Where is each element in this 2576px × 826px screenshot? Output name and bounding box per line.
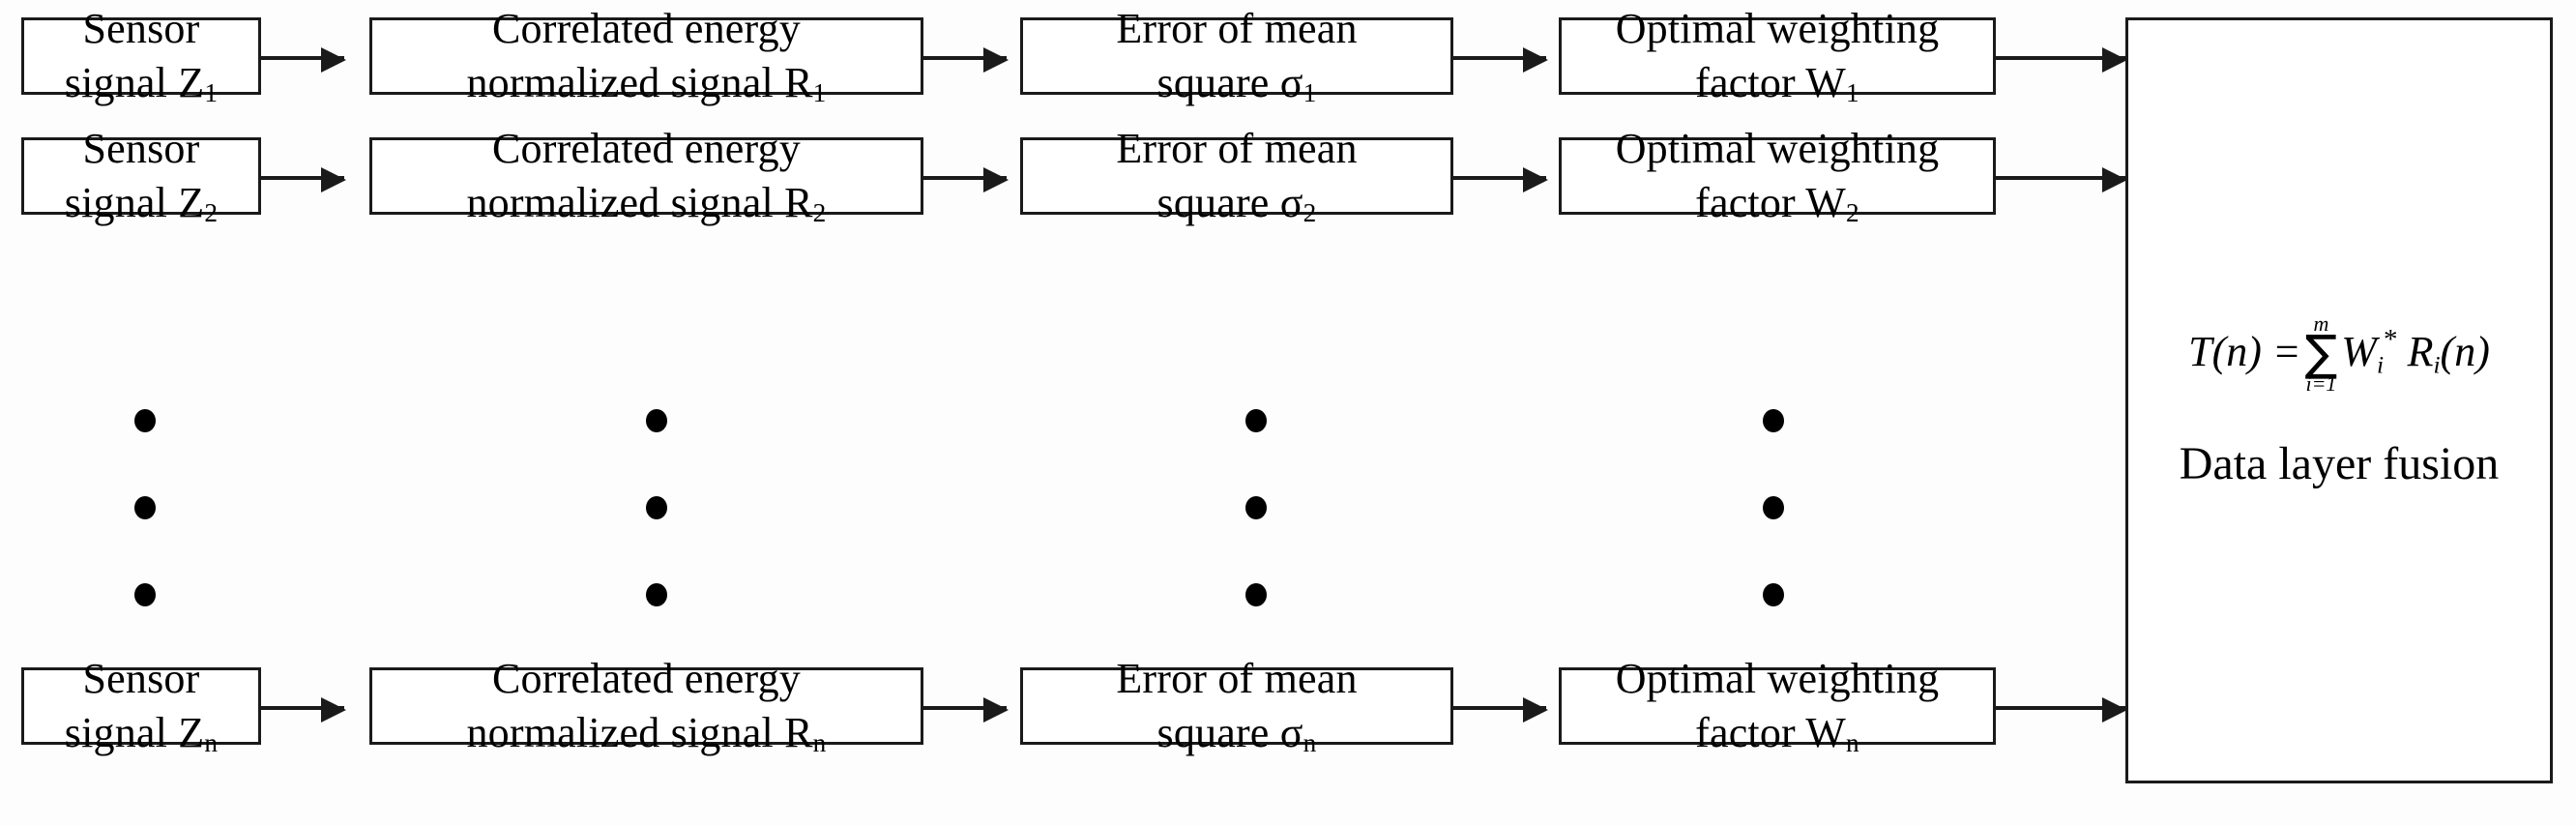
error-box-row-2-line2: square σ2 — [1156, 179, 1317, 227]
summation-symbol: ∑ — [2304, 324, 2338, 381]
ellipsis-dot-col4-2 — [1763, 496, 1784, 519]
arrow-weighting-to-fusion-row-1 — [1996, 47, 2127, 73]
sensor-box-row-2-line2: signal Z2 — [64, 179, 219, 227]
sensor-box-row-1[interactable]: Sensor signal Z1 — [21, 5, 261, 106]
error-box-row-2-line1: Error of mean — [1116, 125, 1358, 173]
fusion-formula-lhs: T(n) = — [2188, 328, 2301, 375]
ellipsis-dot-col3-1 — [1245, 409, 1267, 432]
weighting-box-row-2-line2: factor W2 — [1695, 179, 1859, 227]
correlated-box-row-n[interactable]: Correlated energy normalized signal Rn — [369, 655, 923, 756]
error-box-row-1-line1: Error of mean — [1116, 5, 1358, 53]
correlated-box-row-n-line2: normalized signal Rn — [466, 709, 827, 757]
error-box-row-n-line2: square σn — [1156, 709, 1317, 757]
weighting-box-row-2[interactable]: Optimal weighting factor W2 — [1559, 125, 1996, 226]
fusion-panel-label: Data layer fusion — [2179, 437, 2500, 489]
sensor-box-row-1-line2: signal Z1 — [64, 59, 219, 107]
correlated-box-row-1-line1: Correlated energy — [491, 5, 801, 53]
ellipsis-dot-col1-3 — [134, 583, 156, 606]
fusion-formula: T(n) = m ∑ i=1 Wi* Ri(n) — [2188, 310, 2490, 396]
ellipsis-dot-col4-3 — [1763, 583, 1784, 606]
arrow-weighting-to-fusion-row-n — [1996, 697, 2127, 723]
arrow-weighting-to-fusion-row-2 — [1996, 167, 2127, 192]
correlated-box-row-2-line2: normalized signal R2 — [466, 179, 827, 227]
weighting-box-row-1-line1: Optimal weighting — [1615, 5, 1940, 53]
correlated-box-row-1[interactable]: Correlated energy normalized signal R1 — [369, 5, 923, 106]
sensor-box-row-n[interactable]: Sensor signal Zn — [21, 655, 261, 756]
summation-upper-limit: m — [2313, 310, 2329, 336]
ellipsis-dot-col4-1 — [1763, 409, 1784, 432]
weighting-box-row-1-line2: factor W1 — [1695, 59, 1859, 107]
ellipsis-dot-col2-2 — [646, 496, 667, 519]
weighting-box-row-2-line1: Optimal weighting — [1615, 125, 1940, 173]
fusion-formula-weight-term: Wi* — [2341, 324, 2398, 379]
sensor-box-row-2[interactable]: Sensor signal Z2 — [21, 125, 261, 226]
sensor-box-row-n-line2: signal Zn — [64, 709, 219, 757]
error-box-row-2[interactable]: Error of mean square σ2 — [1020, 125, 1453, 226]
sensor-box-row-2-line1: Sensor — [82, 125, 200, 173]
correlated-box-row-1-line2: normalized signal R1 — [466, 59, 827, 107]
arrow-sensor-to-correlated-row-2 — [261, 167, 346, 192]
ellipsis-dot-col3-2 — [1245, 496, 1267, 519]
arrow-correlated-to-error-row-1 — [923, 47, 1009, 73]
arrow-sensor-to-correlated-row-n — [261, 697, 346, 723]
ellipsis-dot-col1-2 — [134, 496, 156, 519]
error-box-row-1[interactable]: Error of mean square σ1 — [1020, 5, 1453, 106]
error-box-row-n-line1: Error of mean — [1116, 655, 1358, 703]
weighting-box-row-n-line1: Optimal weighting — [1615, 655, 1940, 703]
arrow-correlated-to-error-row-2 — [923, 167, 1009, 192]
summation-icon: m ∑ i=1 — [2304, 310, 2338, 396]
fusion-formula-signal-term: Ri(n) — [2407, 328, 2490, 379]
sensor-box-row-1-line1: Sensor — [82, 5, 200, 53]
arrow-error-to-weighting-row-2 — [1453, 167, 1548, 192]
correlated-box-row-2[interactable]: Correlated energy normalized signal R2 — [369, 125, 923, 226]
ellipsis-dot-col2-3 — [646, 583, 667, 606]
error-box-row-n[interactable]: Error of mean square σn — [1020, 655, 1453, 756]
weighting-box-row-n-line2: factor Wn — [1695, 709, 1859, 757]
correlated-box-row-n-line1: Correlated energy — [491, 655, 801, 703]
summation-lower-limit: i=1 — [2305, 370, 2337, 396]
correlated-box-row-2-line1: Correlated energy — [491, 125, 801, 173]
ellipsis-dot-col1-1 — [134, 409, 156, 432]
arrow-error-to-weighting-row-n — [1453, 697, 1548, 723]
ellipsis-dot-col3-3 — [1245, 583, 1267, 606]
sensor-box-row-n-line1: Sensor — [82, 655, 200, 703]
ellipsis-dot-col2-1 — [646, 409, 667, 432]
error-box-row-1-line2: square σ1 — [1156, 59, 1317, 107]
weighting-box-row-n[interactable]: Optimal weighting factor Wn — [1559, 655, 1996, 756]
weighting-box-row-1[interactable]: Optimal weighting factor W1 — [1559, 5, 1996, 106]
data-layer-fusion-panel[interactable]: T(n) = m ∑ i=1 Wi* Ri(n) Data layer fusi… — [2125, 17, 2553, 783]
arrow-sensor-to-correlated-row-1 — [261, 47, 346, 73]
arrow-error-to-weighting-row-1 — [1453, 47, 1548, 73]
arrow-correlated-to-error-row-n — [923, 697, 1009, 723]
